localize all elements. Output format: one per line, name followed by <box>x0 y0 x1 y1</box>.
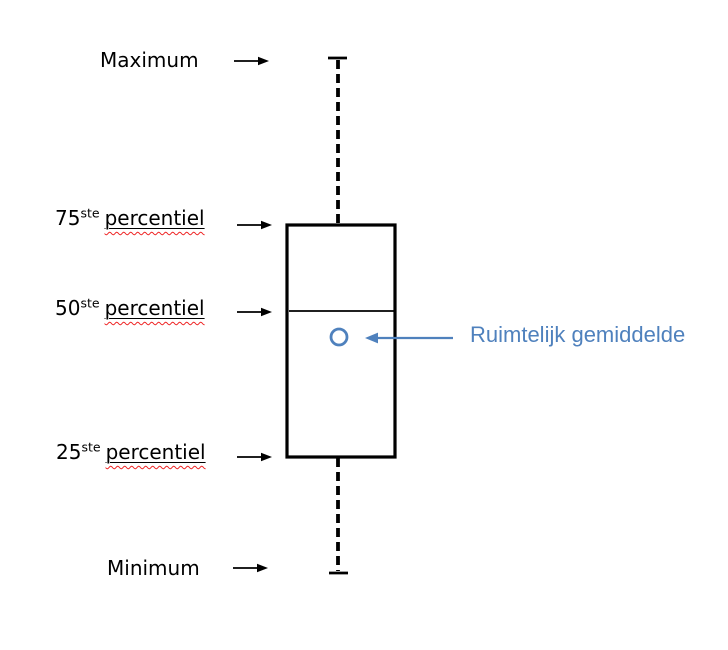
p50-arrow <box>237 307 272 317</box>
p75-number: 75 <box>55 206 81 230</box>
label-minimum: Minimum <box>107 556 200 580</box>
maximum-arrowhead-icon <box>258 56 269 66</box>
p25-number: 25 <box>56 440 82 464</box>
p50-arrowhead-icon <box>261 307 272 317</box>
p75-word: percentiel <box>104 206 205 230</box>
p25-word: percentiel <box>105 440 206 464</box>
p75-ordinal-suffix: ste <box>80 205 100 221</box>
p50-word: percentiel <box>104 296 205 320</box>
spatial-mean-circle <box>329 327 349 347</box>
p75-arrow <box>237 220 272 230</box>
p25-ordinal-suffix: ste <box>81 439 101 455</box>
spatial-mean-arrowhead-icon <box>365 332 378 344</box>
p50-number: 50 <box>55 296 81 320</box>
label-maximum: Maximum <box>100 48 199 72</box>
interquartile-box <box>285 223 397 459</box>
spatial-mean-arrow <box>365 332 453 344</box>
p25-arrowhead-icon <box>261 452 272 462</box>
p50-ordinal-suffix: ste <box>80 295 100 311</box>
minimum-arrow <box>233 563 268 573</box>
label-spatial-mean: Ruimtelijk gemiddelde <box>470 322 686 347</box>
minimum-arrowhead-icon <box>257 563 268 573</box>
maximum-arrow <box>234 56 269 66</box>
p25-arrow <box>237 452 272 462</box>
p75-arrowhead-icon <box>261 220 272 230</box>
